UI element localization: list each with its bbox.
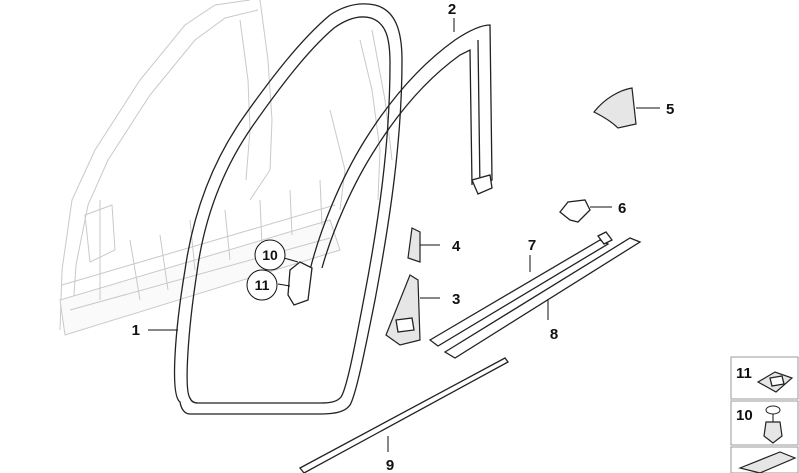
callout-3: 3 [452,291,460,308]
circled-callout-11: 11 [246,269,278,301]
door-seal-part-1 [148,3,403,415]
callout-2: 2 [448,1,456,18]
side-box-bottom [730,446,799,473]
circled-callout-10: 10 [254,239,286,271]
cover-part-3 [385,274,440,346]
callout-9: 9 [386,457,394,473]
callout-5: 5 [666,101,674,118]
strip-part-9 [299,357,509,473]
side-box-11: 11 [730,356,799,400]
side-box-10: 10 [730,400,799,446]
callout-8: 8 [550,326,558,343]
callout-7: 7 [528,237,536,254]
circled-callout-10-label: 10 [262,247,278,263]
sill-strips-part-7-8 [428,231,642,359]
callout-1: 1 [132,322,140,339]
bracket-part-10-11 [277,257,313,306]
callout-4: 4 [452,238,461,255]
window-frame-seal-part-2 [309,18,493,271]
body-side-frame [59,0,393,336]
circled-callout-11-label: 11 [255,277,270,293]
callout-6: 6 [618,200,626,217]
side-box-10-label: 10 [736,407,753,424]
side-box-11-label: 11 [736,365,752,382]
trim-part-4 [407,227,440,263]
cap-part-5 [593,87,660,129]
clip-part-6 [559,199,612,223]
